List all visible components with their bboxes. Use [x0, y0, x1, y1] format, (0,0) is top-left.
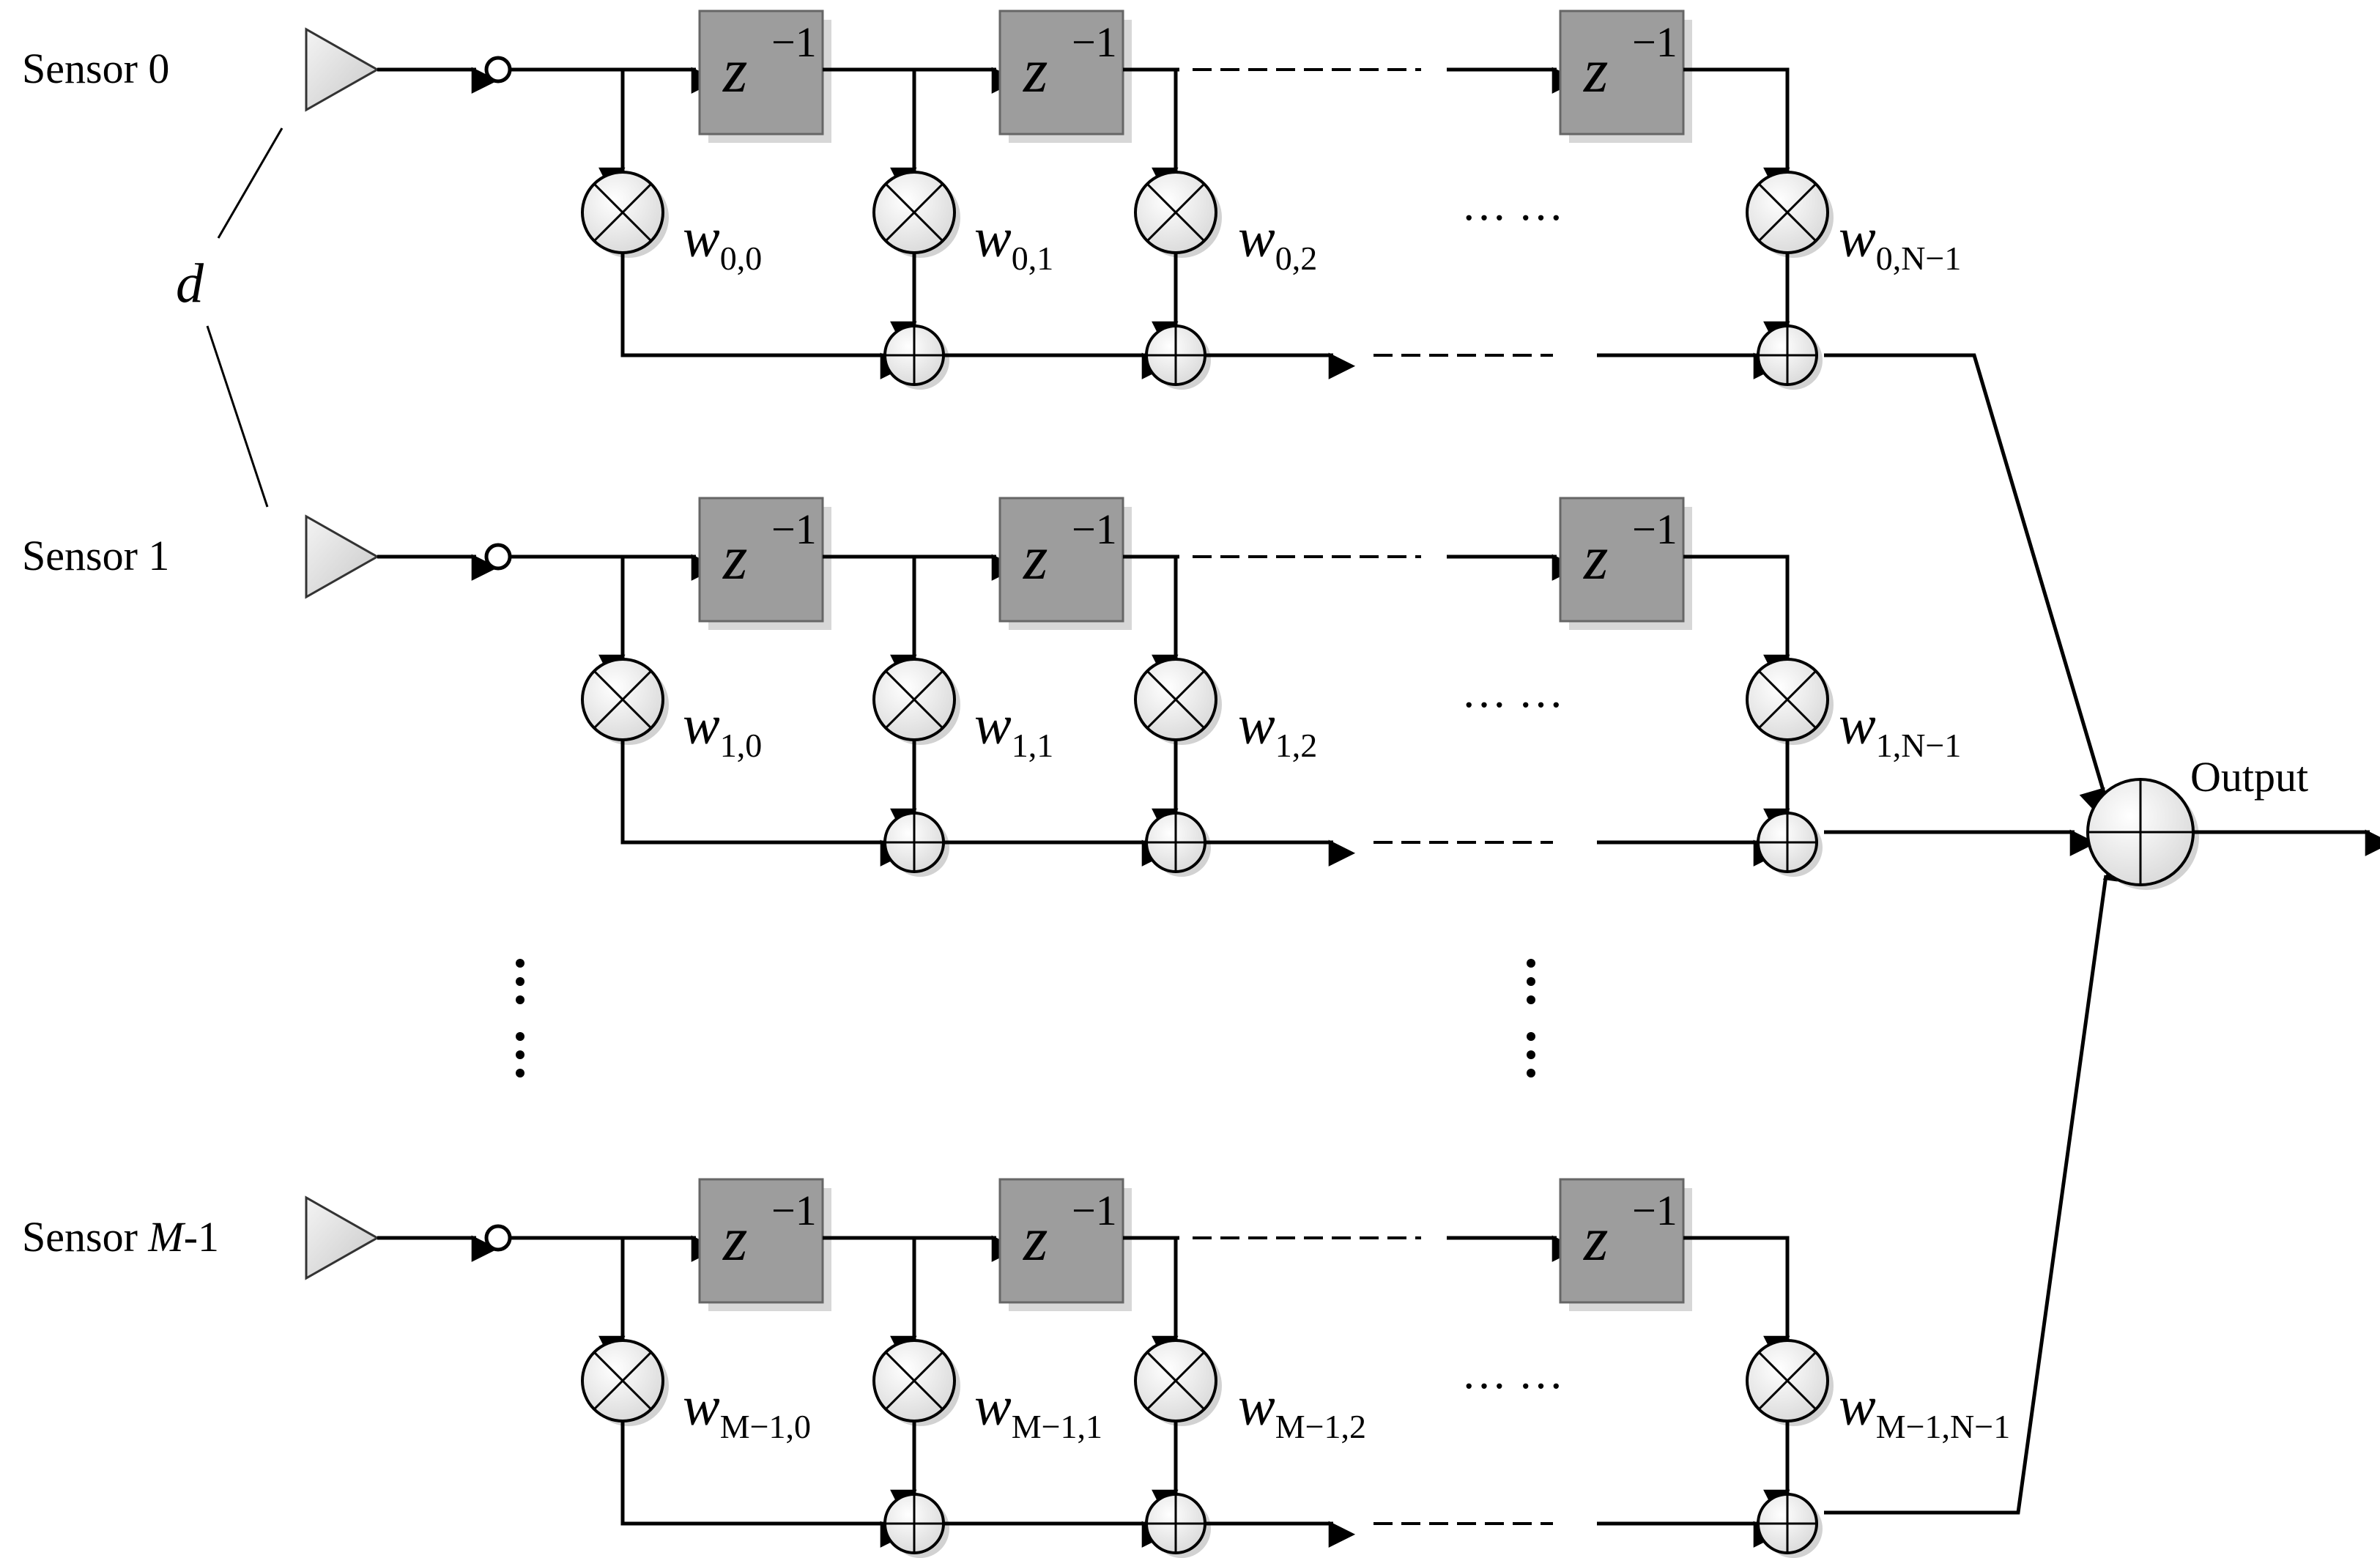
multiplier-node [1134, 658, 1222, 745]
sensor-label: Sensor 1 [22, 532, 169, 579]
weight-label: w0,0 [683, 207, 762, 277]
delay-exponent: −1 [1072, 505, 1117, 553]
delay-exponent: −1 [1072, 1187, 1117, 1234]
delay-label: z [1023, 1203, 1048, 1274]
sensor-row-1: Sensor 1 z −1 z −1 z −1 w1,0 w1,1 w1,2 w1,N−1 … … [22, 497, 1961, 877]
horizontal-ellipsis: … … [1461, 667, 1564, 717]
delay-block: z −1 [1559, 497, 1692, 630]
multiplier-node [872, 658, 960, 745]
sensor-amplifier [305, 514, 380, 599]
delay-block: z −1 [998, 10, 1132, 143]
multiplier-node [581, 171, 669, 258]
summing-node [1145, 1493, 1211, 1558]
delay-label: z [722, 522, 747, 593]
sensor-row-0: Sensor 0 z −1 z −1 z −1 w0,0 w0,1 w0,2 w0,N−1 … … [22, 10, 1961, 390]
weight-label: wM−1,0 [683, 1376, 811, 1445]
delay-exponent: −1 [1632, 18, 1678, 66]
multiplier-node [1134, 171, 1222, 258]
multiplier-node [1746, 1339, 1834, 1426]
horizontal-ellipsis: … … [1461, 1349, 1564, 1398]
input-node [484, 1224, 512, 1252]
delay-label: z [722, 1203, 747, 1274]
delay-block: z −1 [698, 10, 831, 143]
spacing-label: d [176, 253, 204, 314]
multiplier-node [1746, 171, 1834, 258]
summing-node [1757, 324, 1823, 390]
multiplier-node [1134, 1339, 1222, 1426]
weight-label: w1,2 [1238, 694, 1317, 764]
summing-node [1757, 1493, 1823, 1558]
delay-label: z [1023, 522, 1048, 593]
output-summer [2086, 778, 2199, 890]
summing-node [883, 324, 949, 390]
delay-exponent: −1 [1632, 505, 1678, 553]
delay-label: z [1583, 522, 1608, 593]
delay-exponent: −1 [771, 1187, 817, 1234]
weight-label: w0,1 [974, 207, 1053, 277]
summing-node [883, 1493, 949, 1558]
summing-node [1145, 324, 1211, 390]
multiplier-node [581, 1339, 669, 1426]
delay-label: z [722, 35, 747, 105]
input-node [484, 543, 512, 571]
delay-label: z [1583, 1203, 1608, 1274]
multiplier-node [872, 171, 960, 258]
delay-exponent: −1 [771, 505, 817, 553]
delay-exponent: −1 [1632, 1187, 1678, 1234]
vertical-ellipsis-left [516, 959, 524, 1077]
vertical-ellipsis-right [1527, 959, 1535, 1077]
delay-label: z [1023, 35, 1048, 105]
output-connections [1824, 353, 2129, 1515]
delay-block: z −1 [1559, 1178, 1692, 1311]
multiplier-node [1746, 658, 1834, 745]
sensor-spacing: d [176, 127, 283, 508]
delay-block: z −1 [698, 497, 831, 630]
weight-label: w0,2 [1238, 207, 1317, 277]
weight-label: wM−1,2 [1238, 1376, 1366, 1445]
sensor-label: Sensor M-1 [22, 1213, 219, 1261]
weight-label: w1,N−1 [1839, 694, 1961, 764]
sensor-amplifier [305, 1195, 380, 1280]
weight-label: w1,1 [974, 694, 1053, 764]
multiplier-node [581, 658, 669, 745]
delay-block: z −1 [998, 1178, 1132, 1311]
summing-node [883, 812, 949, 877]
weight-label: w0,N−1 [1839, 207, 1961, 277]
delay-exponent: −1 [1072, 18, 1117, 66]
sensor-label: Sensor 0 [22, 45, 169, 92]
weight-label: wM−1,1 [974, 1376, 1102, 1445]
horizontal-ellipsis: … … [1461, 180, 1564, 230]
summing-node [1757, 812, 1823, 877]
delay-block: z −1 [698, 1178, 831, 1311]
weight-label: w1,0 [683, 694, 762, 764]
sensor-amplifier [305, 27, 380, 112]
delay-exponent: −1 [771, 18, 817, 66]
output-label: Output [2190, 753, 2308, 801]
input-node [484, 56, 512, 84]
summing-node [1145, 812, 1211, 877]
delay-block: z −1 [998, 497, 1132, 630]
sensor-row-2: Sensor M-1 z −1 z −1 z −1 wM−1,0 wM−1,1 wM−1,2 wM−… [22, 1178, 2010, 1558]
multiplier-node [872, 1339, 960, 1426]
delay-label: z [1583, 35, 1608, 105]
delay-block: z −1 [1559, 10, 1692, 143]
weight-label: wM−1,N−1 [1839, 1376, 2010, 1445]
